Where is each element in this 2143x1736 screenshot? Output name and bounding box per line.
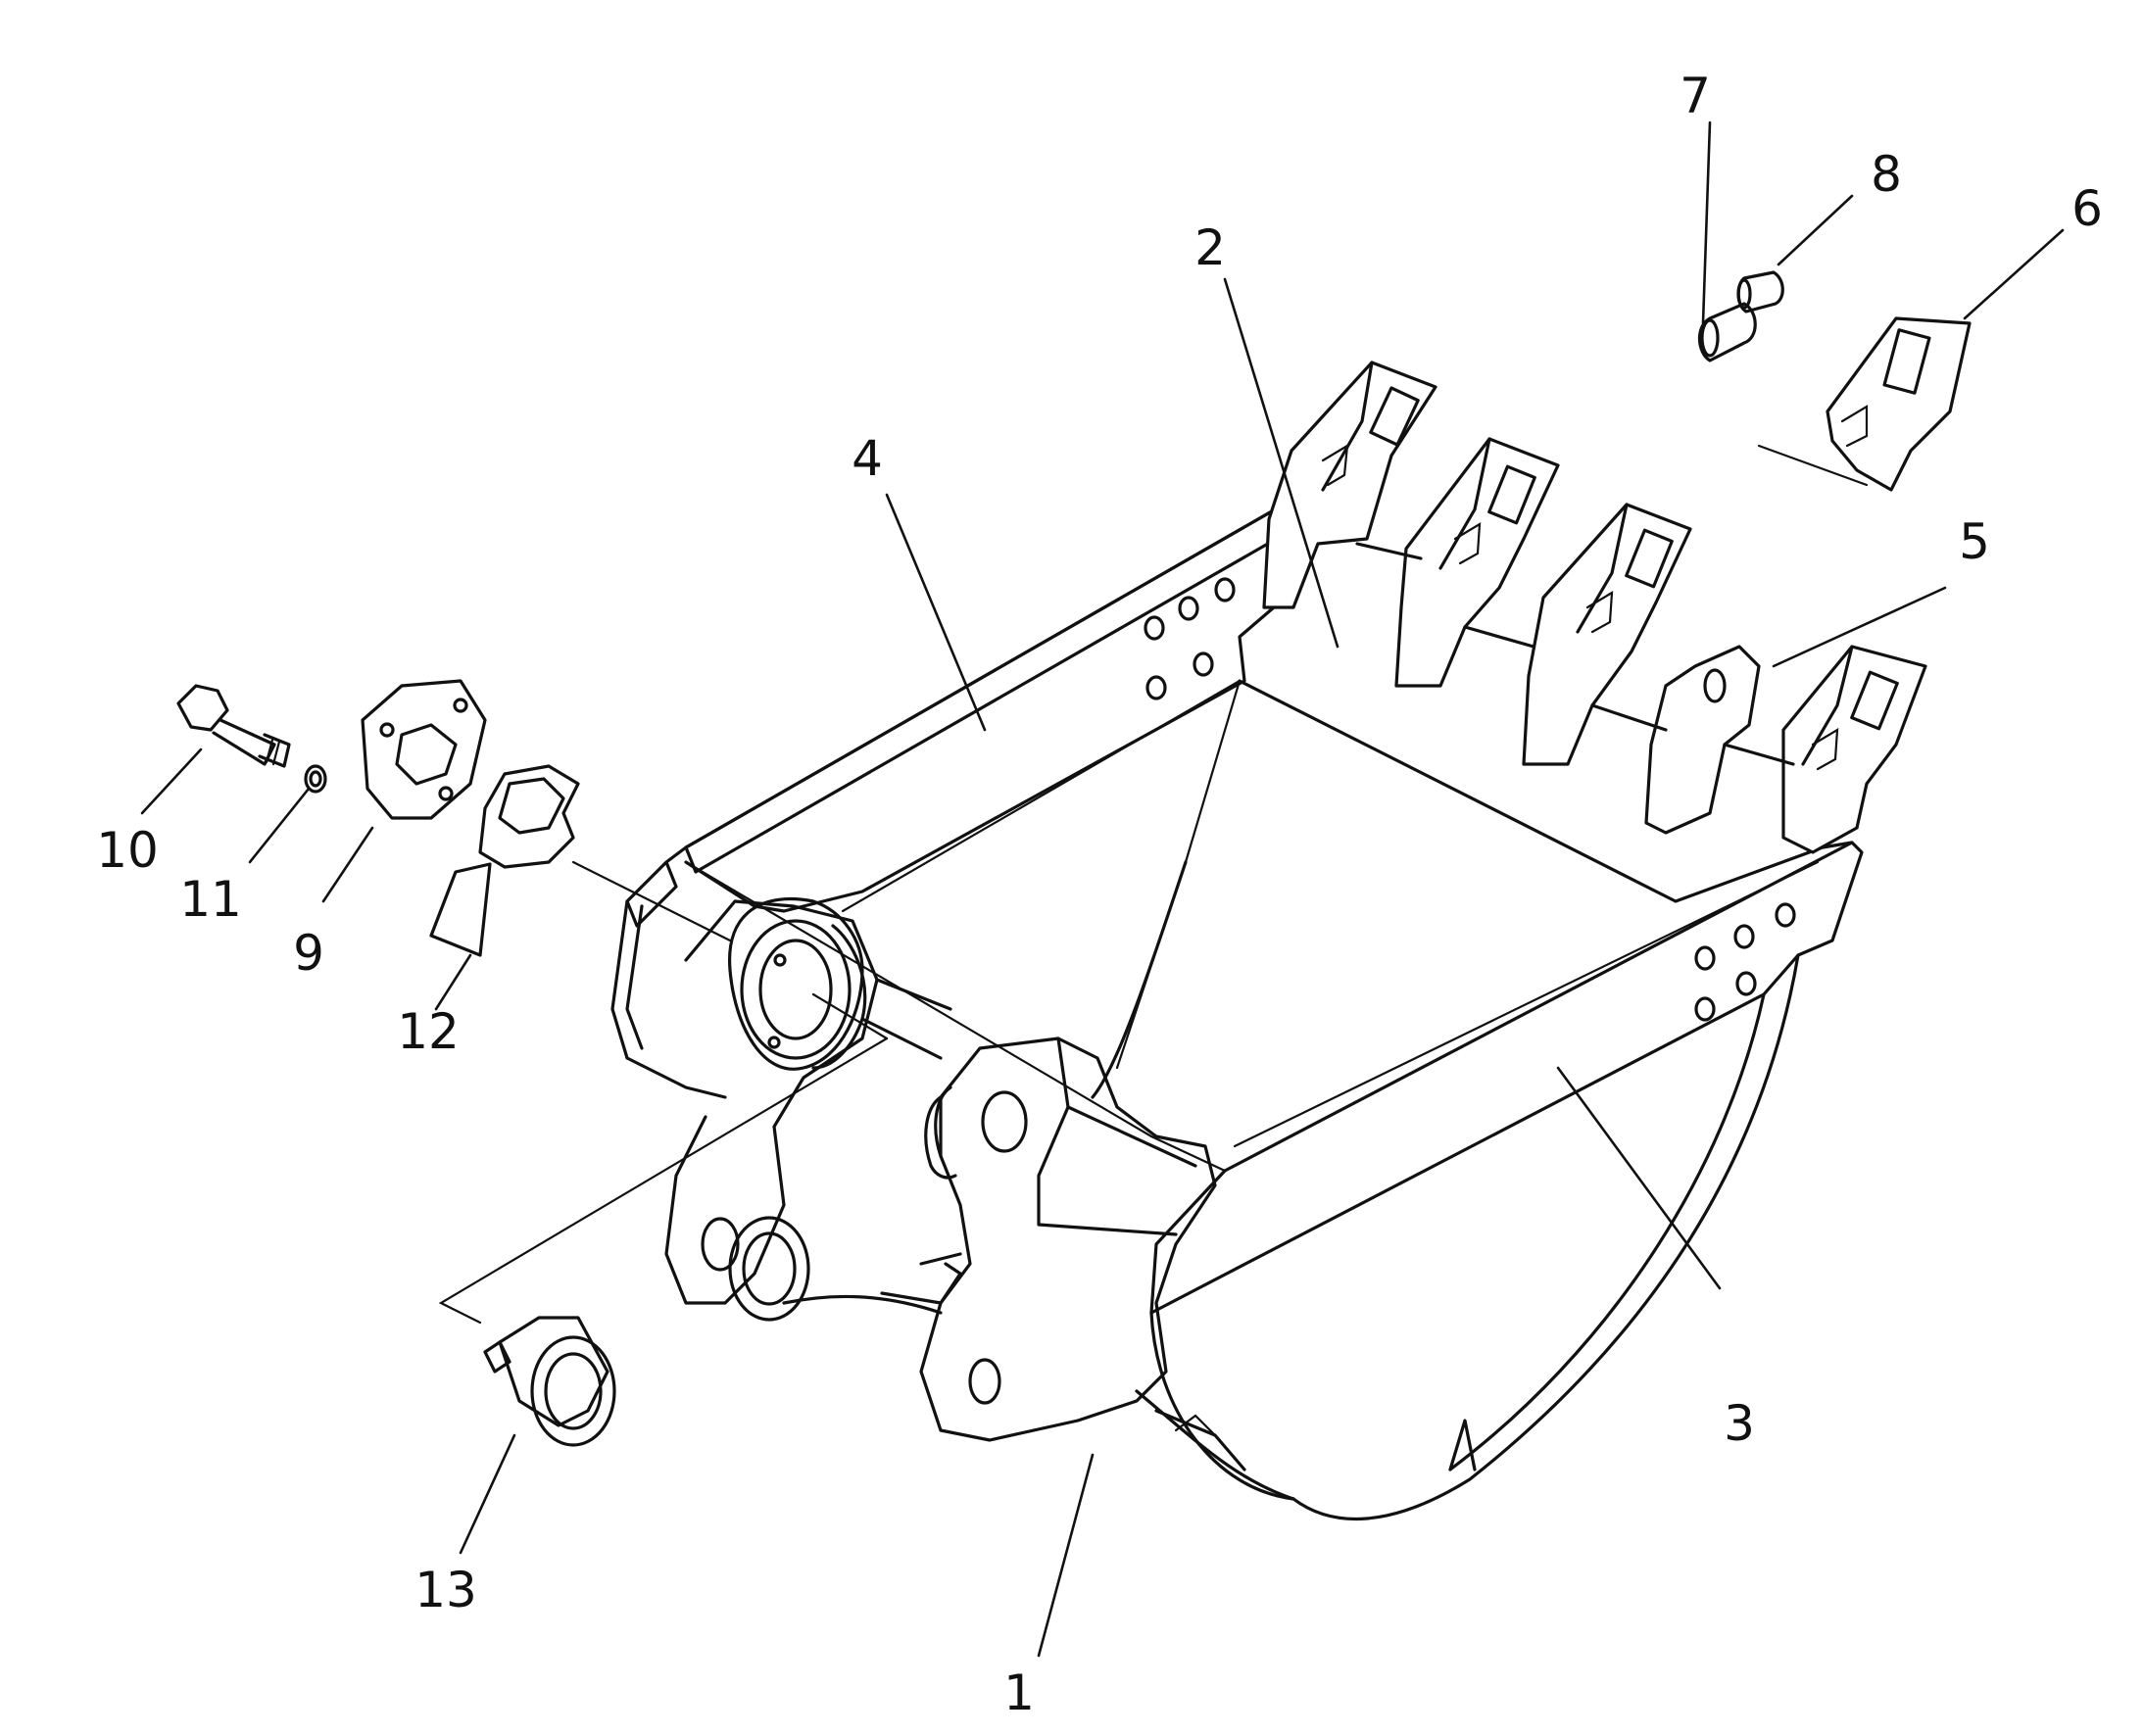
callout-5: 5 [1959, 513, 1990, 570]
retainer-plate-9 [361, 679, 487, 820]
callout-11: 11 [179, 871, 242, 928]
explode-lines [438, 444, 1869, 1325]
right-plate-holes [1694, 902, 1796, 1022]
callout-6: 6 [2071, 180, 2103, 237]
callout-labels: 1 2 3 4 5 6 7 8 9 10 11 12 13 [96, 68, 2103, 1721]
lock-pins [1697, 270, 1784, 362]
left-plate-holes [1144, 577, 1236, 700]
washer-11 [304, 764, 327, 794]
callout-13: 13 [414, 1562, 477, 1618]
callout-12: 12 [397, 1003, 460, 1060]
callout-10: 10 [96, 822, 159, 879]
callout-8: 8 [1871, 146, 1902, 203]
bushing-13 [483, 1316, 616, 1447]
bucket-body [610, 503, 1864, 1520]
callout-2: 2 [1194, 219, 1226, 276]
leader-lines [140, 121, 2065, 1658]
callout-7: 7 [1680, 68, 1711, 124]
bolt-10 [176, 684, 291, 768]
callout-1: 1 [1003, 1664, 1035, 1721]
callout-9: 9 [293, 925, 324, 982]
tooth-tip-6 [1826, 316, 1972, 492]
bucket-teeth [1262, 361, 1927, 854]
boss-assembly [664, 896, 1217, 1442]
shim-12 [429, 764, 580, 957]
callout-3: 3 [1724, 1395, 1755, 1452]
callout-4: 4 [852, 430, 883, 487]
